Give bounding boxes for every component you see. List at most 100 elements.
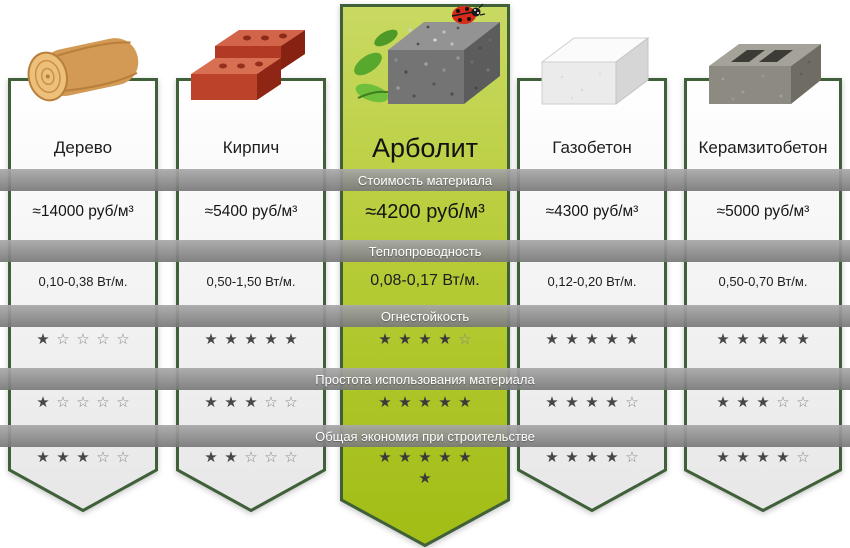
bricks-icon [181, 18, 321, 123]
star-icon: ★ [378, 330, 392, 348]
star-icon: ☆ [625, 393, 639, 411]
star-icon: ☆ [76, 330, 90, 348]
concrete-block [388, 22, 500, 104]
star-icon: ★ [625, 330, 639, 348]
section-bar-label: Огнестойкость [380, 309, 470, 324]
star-icon: ★ [204, 330, 218, 348]
ladybug-icon [451, 3, 486, 24]
star-icon: ★ [458, 449, 472, 466]
fire-resistance-rating: ★☆☆☆☆ [8, 328, 158, 350]
star-icon: ★ [438, 449, 452, 466]
material-title: Дерево [53, 138, 113, 157]
price-value: ≈14000 руб/м³ [32, 203, 134, 220]
star-icon: ★ [36, 330, 50, 348]
fire-resistance-rating: ★ ★ ★ ★ ☆ [340, 328, 510, 350]
fire-resistance-rating: ★★★★★ [684, 328, 842, 350]
star-icon: ★ [585, 449, 599, 466]
star-icon: ★ [565, 330, 579, 348]
conductivity-value-highlighted: 0,08-0,17 Вт/м. [370, 272, 480, 289]
overall-savings-rating: ★★★★☆ [684, 447, 842, 491]
fire-resistance-rating: ★★★★★ [176, 328, 326, 350]
conductivity-value: 0,50-0,70 Вт/м. [718, 273, 808, 289]
star-icon: ★ [244, 393, 258, 411]
arbolite-block-icon [340, 0, 510, 130]
section-bar-ease-of-use: Простота использования материала [0, 368, 850, 390]
ease-of-use-rating: ★★★★☆ [517, 391, 667, 413]
star-icon: ★ [605, 393, 619, 411]
star-icon: ★ [756, 393, 770, 411]
star-icon: ☆ [244, 449, 258, 466]
wood-log-icon [13, 14, 153, 119]
star-icon: ☆ [458, 330, 472, 348]
star-icon: ★ [204, 449, 218, 466]
star-icon: ☆ [56, 393, 70, 411]
price-value: ≈5400 руб/м³ [204, 203, 298, 220]
leaf-icon [354, 29, 398, 103]
ease-of-use-rating: ★★★☆☆ [684, 391, 842, 413]
star-icon: ★ [418, 393, 432, 411]
star-icon: ★ [756, 449, 770, 466]
material-title: Керамзитобетон [698, 138, 828, 157]
star-icon: ★ [585, 330, 599, 348]
price-value: ≈5000 руб/м³ [716, 203, 810, 220]
expanded-clay-concrete-block-icon [693, 24, 833, 124]
conductivity-value: 0,10-0,38 Вт/м. [38, 273, 128, 289]
section-bar-label: Теплопроводность [368, 244, 482, 259]
material-title: Кирпич [222, 138, 280, 157]
star-icon: ★ [605, 330, 619, 348]
star-icon: ★ [264, 330, 278, 348]
ease-of-use-rating: ★ ★ ★ ☆ ☆ [176, 391, 326, 413]
star-icon: ☆ [76, 393, 90, 411]
material-title: Газобетон [552, 138, 632, 157]
star-icon: ☆ [96, 393, 110, 411]
section-bar-label: Стоимость материала [357, 173, 493, 188]
star-icon: ★ [244, 330, 258, 348]
star-icon: ☆ [776, 393, 790, 411]
star-icon: ★ [565, 393, 579, 411]
star-icon: ☆ [116, 449, 130, 466]
star-icon: ★ [796, 330, 810, 348]
section-bar-label: Простота использования материала [315, 372, 535, 387]
star-icon: ★ [36, 449, 50, 466]
star-icon: ★ [776, 449, 790, 466]
price-value: ≈4300 руб/м³ [545, 203, 639, 220]
star-icon: ☆ [116, 393, 130, 411]
star-icon: ★ [284, 330, 298, 348]
star-icon: ★ [76, 449, 90, 466]
ease-of-use-rating: ★ ☆ ☆ ☆ ☆ [8, 391, 158, 413]
star-icon: ☆ [284, 393, 298, 411]
overall-savings-rating: ★★☆☆☆ [176, 447, 326, 491]
overall-savings-rating: ★★★☆☆ [8, 447, 158, 491]
star-icon: ★ [716, 449, 730, 466]
ease-of-use-rating: ★★★★★ [340, 391, 510, 413]
star-icon: ★ [398, 393, 412, 411]
fire-resistance-rating: ★ ★ ★ ★ ★ [517, 328, 667, 350]
overall-savings-rating: ★★★★★★ [340, 447, 510, 491]
star-icon: ★ [36, 393, 50, 411]
star-icon: ★ [545, 330, 559, 348]
star-icon: ★ [756, 330, 770, 348]
section-bar-fire-resistance: Огнестойкость [0, 305, 850, 327]
star-icon: ★ [458, 393, 472, 411]
star-icon: ★ [438, 330, 452, 348]
star-icon: ★ [605, 449, 619, 466]
star-icon: ★ [378, 449, 392, 466]
star-icon: ★ [204, 393, 218, 411]
star-icon: ★ [545, 393, 559, 411]
star-icon: ★ [418, 330, 432, 348]
aerated-concrete-block-icon [522, 22, 662, 122]
star-icon: ☆ [796, 449, 810, 466]
star-icon: ★ [398, 449, 412, 466]
star-icon: ★ [716, 393, 730, 411]
star-icon: ☆ [264, 449, 278, 466]
star-icon: ☆ [116, 330, 130, 348]
conductivity-value: 0,50-1,50 Вт/м. [206, 273, 296, 289]
star-icon: ☆ [96, 330, 110, 348]
star-icon: ★ [736, 393, 750, 411]
star-icon: ☆ [264, 393, 278, 411]
brick-front [191, 58, 281, 100]
conductivity-value: 0,12-0,20 Вт/м. [547, 273, 637, 289]
star-icon: ★ [398, 330, 412, 348]
star-icon: ★ [224, 393, 238, 411]
